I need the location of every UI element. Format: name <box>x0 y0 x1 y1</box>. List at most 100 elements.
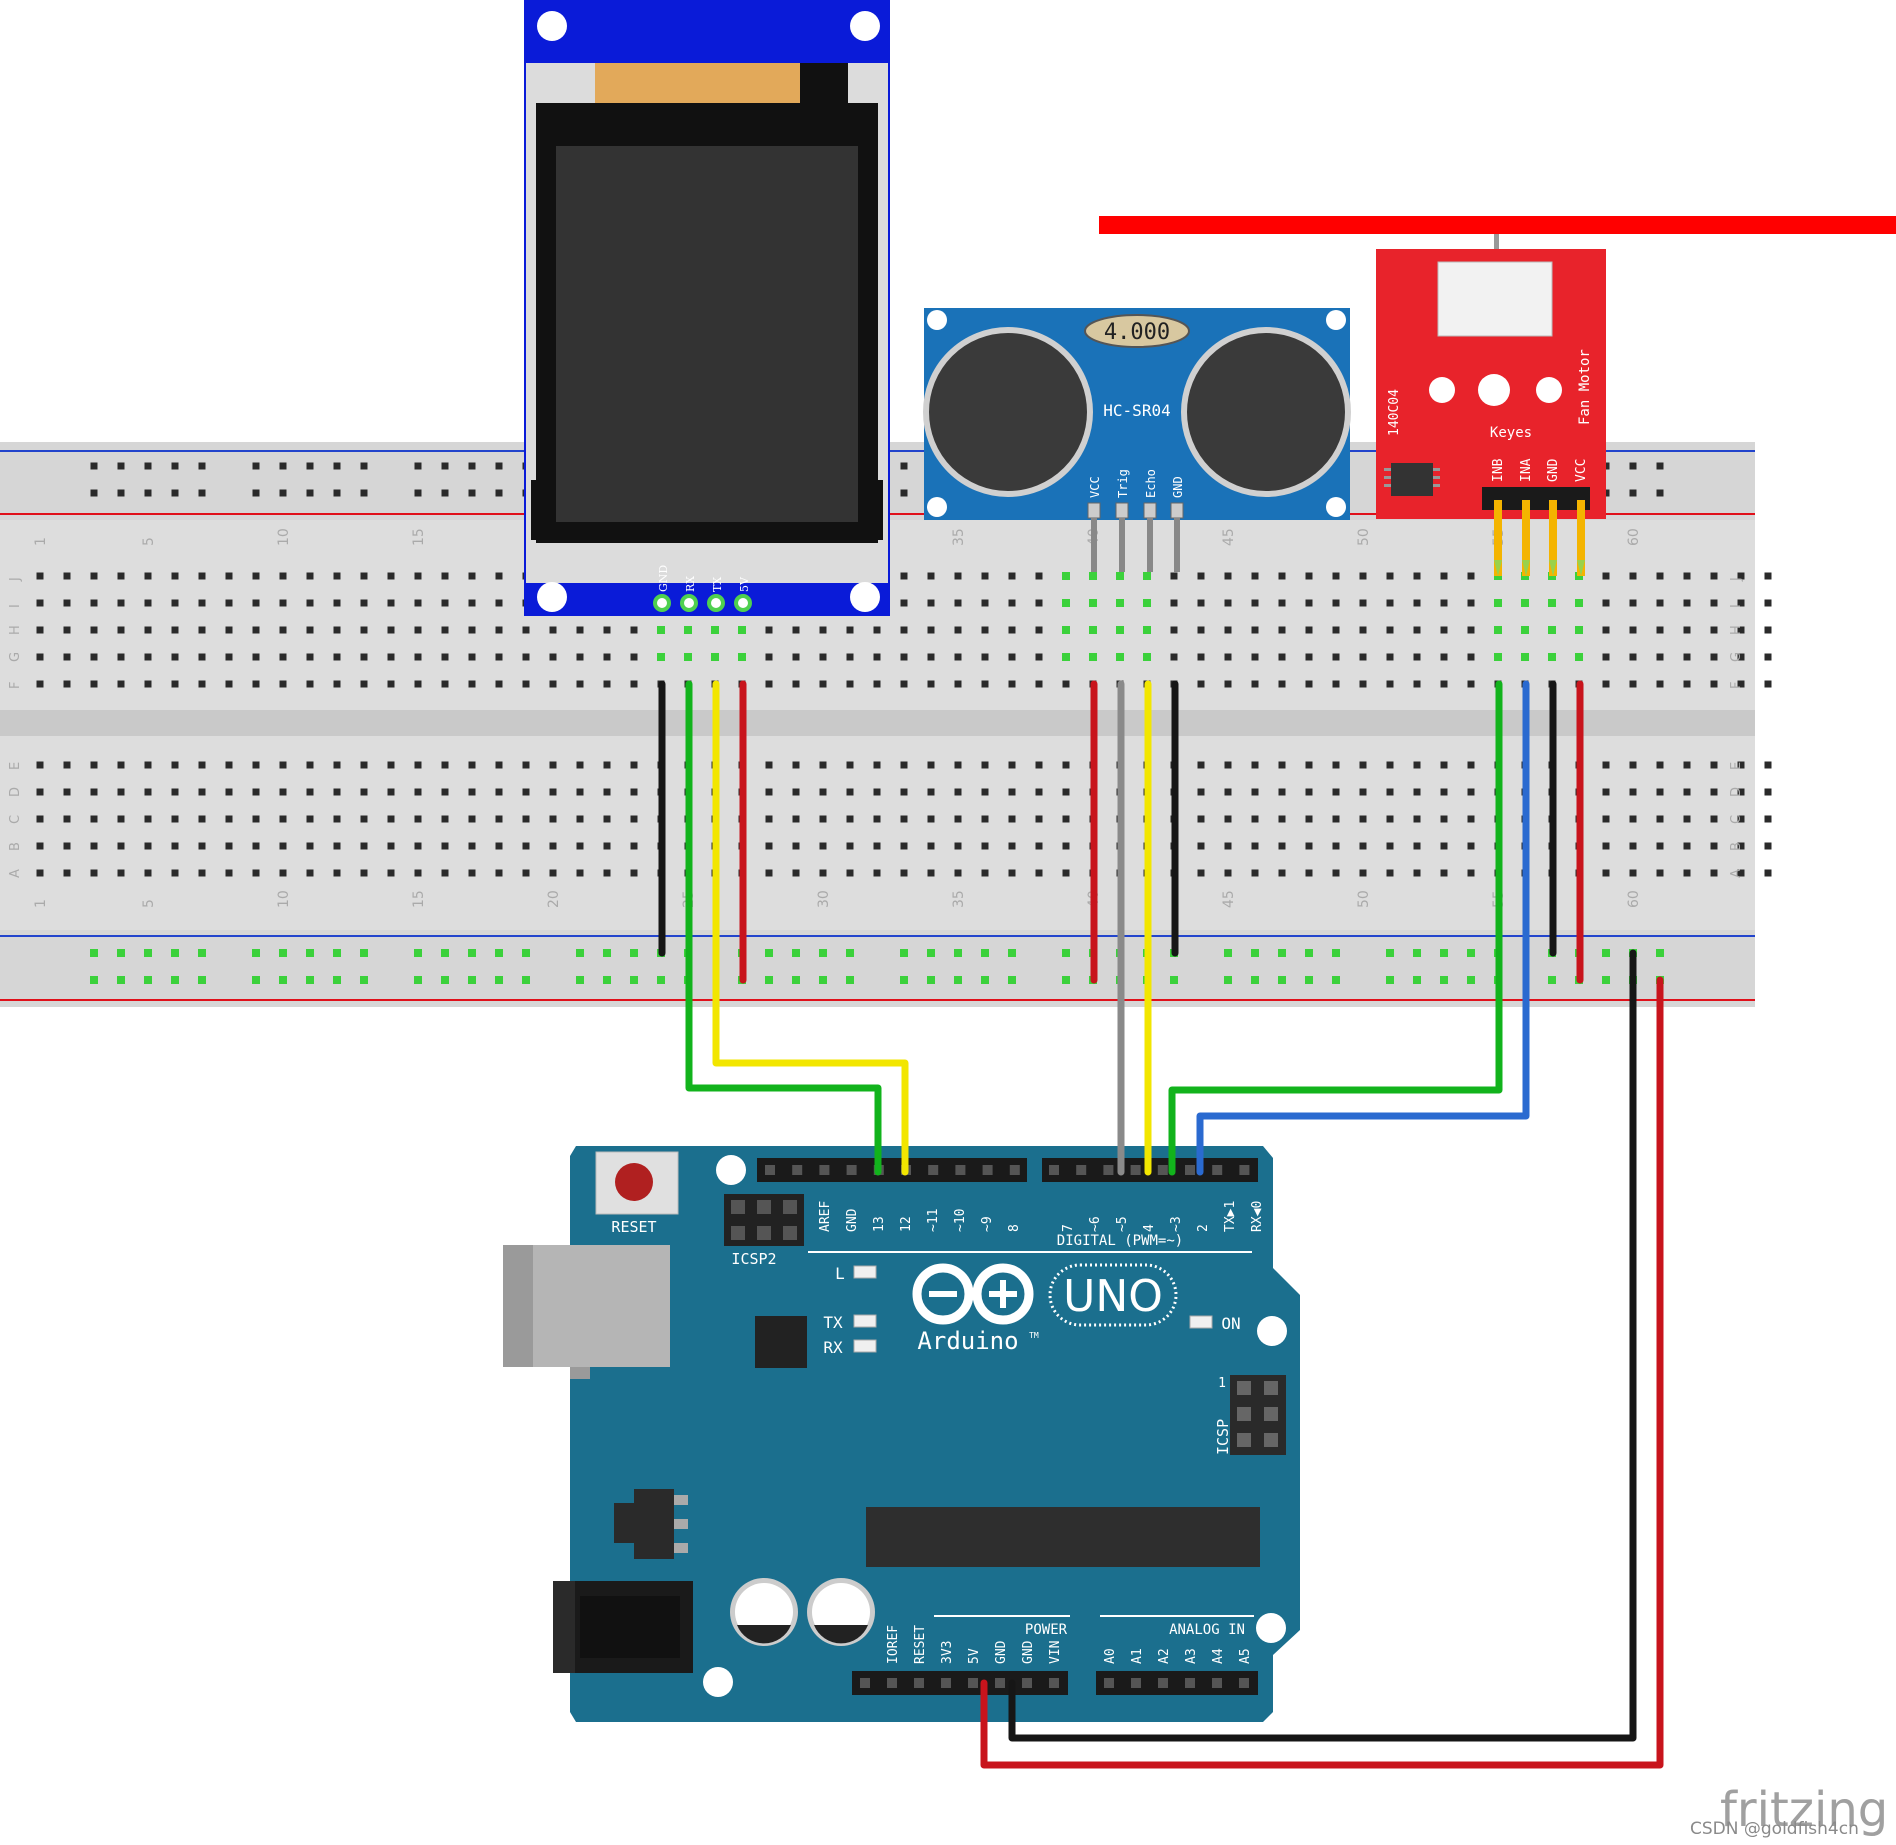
breadboard-hole[interactable] <box>117 599 125 607</box>
breadboard-hole[interactable] <box>225 680 233 688</box>
breadboard-hole[interactable] <box>441 599 449 607</box>
breadboard-hole[interactable] <box>900 842 908 850</box>
breadboard-hole[interactable] <box>36 680 44 688</box>
header-socket[interactable] <box>914 1678 924 1688</box>
breadboard-hole[interactable] <box>225 653 233 661</box>
rail-hole[interactable] <box>1656 462 1664 470</box>
breadboard-hole[interactable] <box>171 572 179 580</box>
rail-hole[interactable] <box>900 489 908 497</box>
breadboard-hole[interactable] <box>1224 788 1232 796</box>
breadboard-hole[interactable] <box>1359 680 1367 688</box>
rail-hole[interactable] <box>414 489 422 497</box>
breadboard-hole[interactable] <box>1008 680 1016 688</box>
breadboard-hole[interactable] <box>603 842 611 850</box>
breadboard-hole[interactable] <box>387 572 395 580</box>
breadboard-hole[interactable] <box>1629 680 1637 688</box>
breadboard-hole[interactable] <box>1305 788 1313 796</box>
breadboard-hole[interactable] <box>1305 815 1313 823</box>
breadboard-hole[interactable] <box>1305 680 1313 688</box>
breadboard-hole[interactable] <box>252 761 260 769</box>
breadboard-hole[interactable] <box>1008 842 1016 850</box>
breadboard-hole[interactable] <box>279 653 287 661</box>
breadboard-hole[interactable] <box>117 842 125 850</box>
breadboard-hole[interactable] <box>198 680 206 688</box>
rail-hole[interactable] <box>171 489 179 497</box>
header-socket[interactable] <box>1076 1165 1087 1175</box>
breadboard-hole[interactable] <box>1656 653 1664 661</box>
breadboard-hole[interactable] <box>441 653 449 661</box>
breadboard-hole[interactable] <box>1035 572 1043 580</box>
breadboard-hole[interactable] <box>1359 599 1367 607</box>
breadboard-hole[interactable] <box>306 815 314 823</box>
breadboard-hole[interactable] <box>900 788 908 796</box>
breadboard-hole[interactable] <box>792 761 800 769</box>
breadboard-hole[interactable] <box>1467 842 1475 850</box>
rail-hole[interactable] <box>306 462 314 470</box>
breadboard-hole[interactable] <box>387 626 395 634</box>
breadboard-hole[interactable] <box>792 842 800 850</box>
breadboard-hole[interactable] <box>279 869 287 877</box>
breadboard-hole[interactable] <box>360 869 368 877</box>
breadboard-hole[interactable] <box>1008 626 1016 634</box>
breadboard-hole[interactable] <box>1602 599 1610 607</box>
breadboard-hole[interactable] <box>819 815 827 823</box>
breadboard-hole[interactable] <box>360 599 368 607</box>
header-socket[interactable] <box>1158 1678 1168 1688</box>
breadboard-hole[interactable] <box>1197 761 1205 769</box>
breadboard-hole[interactable] <box>36 788 44 796</box>
breadboard-hole[interactable] <box>819 788 827 796</box>
breadboard-hole[interactable] <box>1008 599 1016 607</box>
rail-hole[interactable] <box>252 462 260 470</box>
header-socket[interactable] <box>819 1165 830 1175</box>
breadboard-hole[interactable] <box>927 599 935 607</box>
breadboard-hole[interactable] <box>1764 626 1772 634</box>
breadboard-hole[interactable] <box>1737 599 1745 607</box>
breadboard-hole[interactable] <box>873 761 881 769</box>
breadboard-hole[interactable] <box>468 842 476 850</box>
breadboard-hole[interactable] <box>1629 653 1637 661</box>
breadboard-hole[interactable] <box>1413 626 1421 634</box>
breadboard-hole[interactable] <box>1332 572 1340 580</box>
breadboard-hole[interactable] <box>522 680 530 688</box>
breadboard-hole[interactable] <box>198 653 206 661</box>
breadboard-hole[interactable] <box>954 626 962 634</box>
breadboard-hole[interactable] <box>1467 599 1475 607</box>
breadboard-hole[interactable] <box>630 761 638 769</box>
breadboard-hole[interactable] <box>900 572 908 580</box>
breadboard-hole[interactable] <box>1035 869 1043 877</box>
breadboard-hole[interactable] <box>1386 626 1394 634</box>
breadboard-hole[interactable] <box>360 572 368 580</box>
breadboard-hole[interactable] <box>495 626 503 634</box>
header-socket[interactable] <box>1157 1165 1168 1175</box>
breadboard-hole[interactable] <box>1278 761 1286 769</box>
breadboard-hole[interactable] <box>1710 815 1718 823</box>
breadboard-hole[interactable] <box>1278 626 1286 634</box>
breadboard-hole[interactable] <box>981 761 989 769</box>
rail-hole[interactable] <box>414 462 422 470</box>
breadboard-hole[interactable] <box>1413 680 1421 688</box>
breadboard-hole[interactable] <box>522 869 530 877</box>
breadboard-hole[interactable] <box>1602 842 1610 850</box>
breadboard-hole[interactable] <box>1764 788 1772 796</box>
breadboard-hole[interactable] <box>1359 761 1367 769</box>
breadboard-hole[interactable] <box>1683 815 1691 823</box>
breadboard-hole[interactable] <box>1359 626 1367 634</box>
breadboard-hole[interactable] <box>279 680 287 688</box>
rail-hole[interactable] <box>333 489 341 497</box>
breadboard-hole[interactable] <box>522 761 530 769</box>
breadboard-hole[interactable] <box>900 869 908 877</box>
breadboard-hole[interactable] <box>171 653 179 661</box>
breadboard-hole[interactable] <box>873 788 881 796</box>
breadboard-hole[interactable] <box>1440 626 1448 634</box>
rail-hole[interactable] <box>468 489 476 497</box>
breadboard-hole[interactable] <box>1440 572 1448 580</box>
breadboard-hole[interactable] <box>1629 788 1637 796</box>
breadboard-hole[interactable] <box>1737 572 1745 580</box>
breadboard-hole[interactable] <box>1035 626 1043 634</box>
breadboard-hole[interactable] <box>1062 761 1070 769</box>
breadboard-hole[interactable] <box>306 788 314 796</box>
breadboard-hole[interactable] <box>630 869 638 877</box>
breadboard-hole[interactable] <box>198 599 206 607</box>
breadboard-hole[interactable] <box>1359 653 1367 661</box>
breadboard-hole[interactable] <box>252 815 260 823</box>
